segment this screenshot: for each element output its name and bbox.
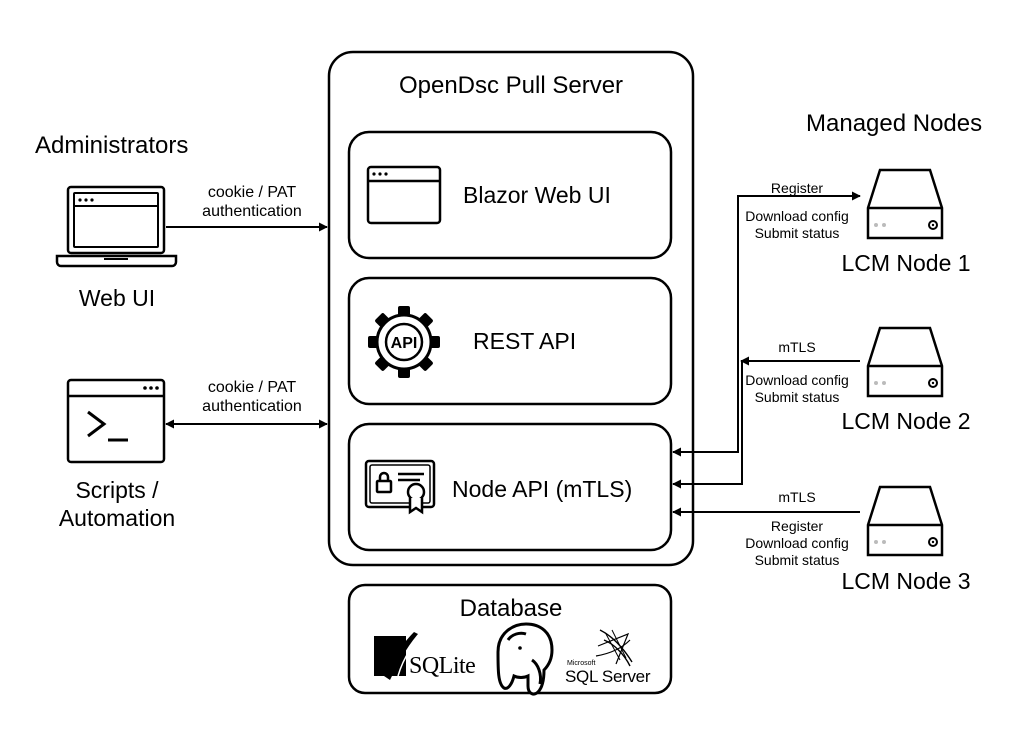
node-1-connector bbox=[672, 191, 861, 457]
database-title: Database bbox=[459, 595, 563, 622]
scripts-client-label-line-1: Scripts / bbox=[75, 477, 159, 503]
node-2-label: LCM Node 2 bbox=[841, 408, 971, 434]
node-1-bottom-label-line-2: Submit status bbox=[754, 225, 840, 241]
web-ui-link-label-line-2: authentication bbox=[202, 203, 302, 220]
api-gear-icon: API bbox=[368, 306, 440, 378]
node-3-bottom-label-line-1: Register bbox=[770, 518, 824, 534]
pull-server-title: OpenDsc Pull Server bbox=[398, 72, 624, 99]
node-1-bottom-label-line-1: Download config bbox=[745, 208, 849, 224]
scripts-client-label-line-2: Automation bbox=[58, 505, 176, 531]
node-3-bottom-label-line-2: Download config bbox=[745, 535, 849, 551]
node-3-top-label: mTLS bbox=[778, 489, 816, 505]
terminal-icon bbox=[66, 378, 166, 464]
server-drive-icon-1 bbox=[866, 168, 944, 240]
node-2-bottom-label-line-1: Download config bbox=[745, 372, 849, 388]
web-ui-client-label: Web UI bbox=[78, 285, 156, 311]
rest-api-box bbox=[347, 276, 673, 406]
server-drive-icon-3 bbox=[866, 485, 944, 557]
api-icon-text: API bbox=[391, 335, 418, 352]
node-3-label: LCM Node 3 bbox=[841, 568, 971, 594]
sql-server-brand-text: Microsoft bbox=[567, 660, 596, 667]
node-api-box bbox=[347, 422, 673, 552]
laptop-icon bbox=[55, 185, 178, 268]
node-2-top-label: mTLS bbox=[778, 339, 816, 355]
sql-server-logo bbox=[595, 629, 633, 667]
node-3-bottom-label-line-3: Submit status bbox=[754, 552, 840, 568]
node-1-label: LCM Node 1 bbox=[841, 250, 971, 276]
scripts-link-label-line-1: cookie / PAT bbox=[207, 379, 297, 396]
sqlite-logo bbox=[374, 632, 418, 680]
rest-api-label: REST API bbox=[473, 328, 577, 354]
sqlite-logo-text: SQLite bbox=[409, 653, 476, 679]
administrators-heading: Administrators bbox=[35, 132, 189, 159]
server-drive-icon-2 bbox=[866, 326, 944, 398]
web-ui-link-label-line-1: cookie / PAT bbox=[207, 184, 297, 201]
scripts-link-label-line-2: authentication bbox=[202, 398, 302, 415]
certificate-icon bbox=[364, 459, 436, 515]
node-1-top-label: Register bbox=[770, 180, 824, 196]
postgresql-elephant-logo bbox=[496, 622, 554, 696]
node-2-bottom-label-line-2: Submit status bbox=[754, 389, 840, 405]
managed-nodes-heading: Managed Nodes bbox=[806, 110, 983, 137]
sql-server-logo-text: SQL Server bbox=[565, 667, 651, 686]
node-api-label: Node API (mTLS) bbox=[452, 476, 633, 502]
blazor-web-ui-box bbox=[347, 130, 673, 260]
blazor-web-ui-label: Blazor Web UI bbox=[463, 182, 611, 208]
browser-window-icon bbox=[366, 165, 442, 225]
